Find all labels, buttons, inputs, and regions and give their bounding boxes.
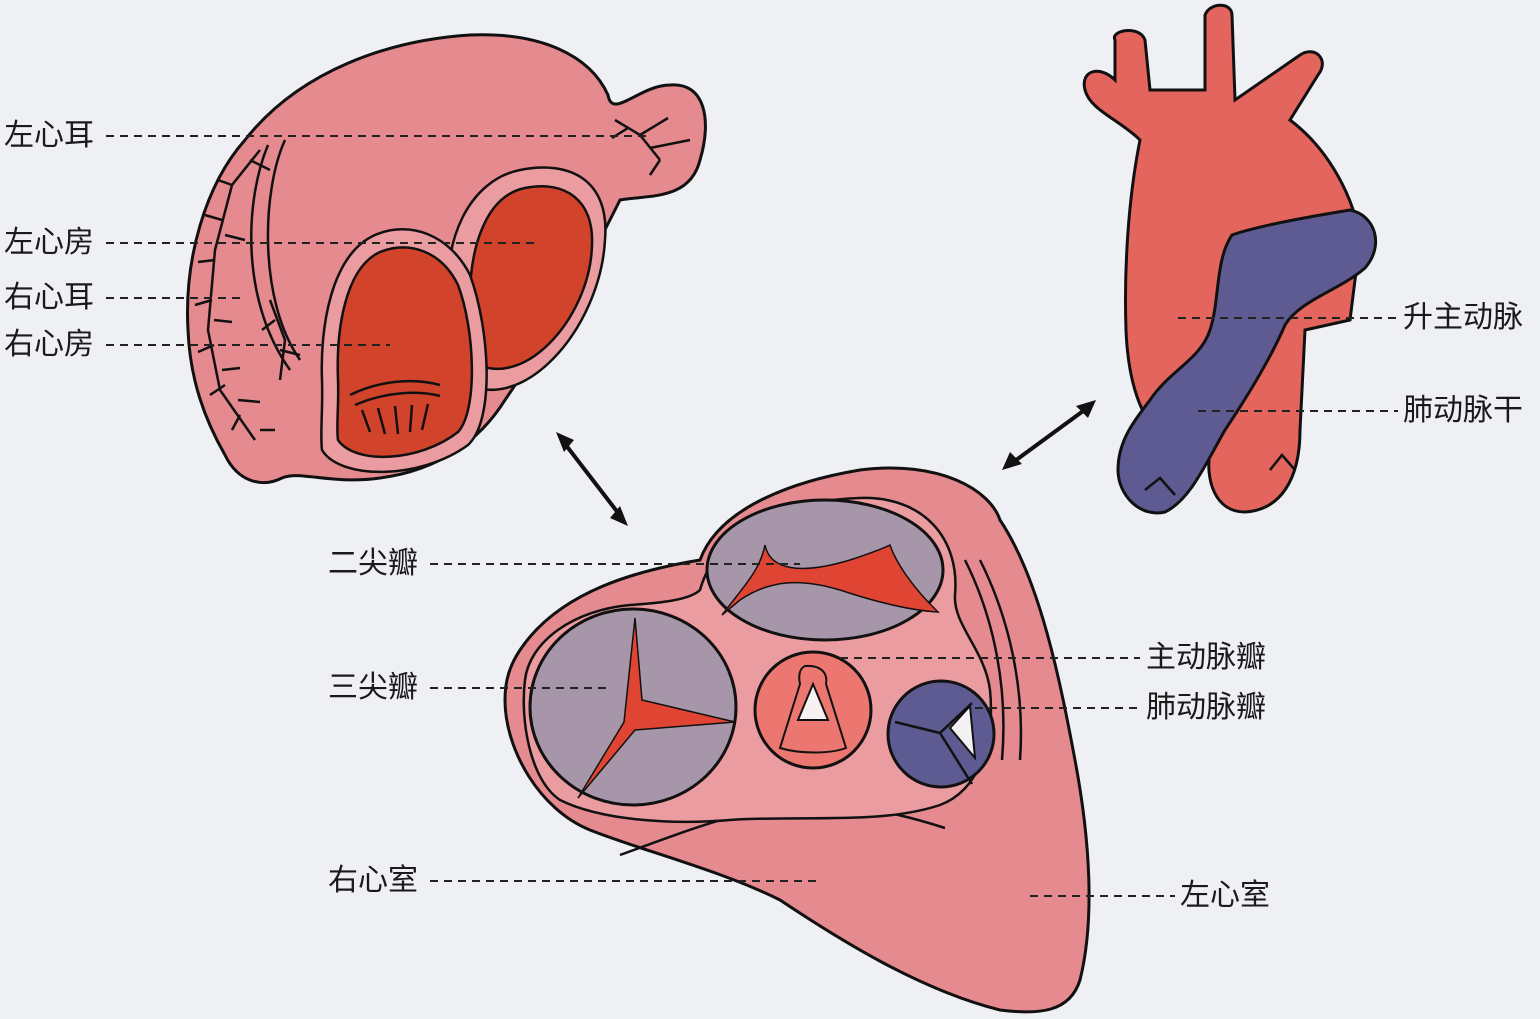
arrowhead-right-bottom xyxy=(1002,452,1022,470)
arrowhead-right-top xyxy=(1076,400,1096,418)
ventricles-drawing xyxy=(503,466,1091,1014)
right-auricle-vessels xyxy=(194,149,275,441)
label-right-auricle: 右心耳 xyxy=(4,280,94,315)
great-vessels-drawing xyxy=(1082,3,1378,515)
label-right-atrium: 右心房 xyxy=(4,327,94,362)
right-atrium-opening xyxy=(336,246,474,458)
right-auricle-vessels-2 xyxy=(261,299,301,381)
interventricular-groove-2 xyxy=(963,559,1005,761)
atrial-septum-line-2 xyxy=(249,144,292,371)
label-left-atrium: 左心房 xyxy=(4,225,94,260)
label-left-auricle: 左心耳 xyxy=(4,118,94,153)
label-aortic-valve: 主动脉瓣 xyxy=(1146,640,1266,675)
atrial-septum-line xyxy=(266,139,302,361)
atria-drawing xyxy=(186,33,707,484)
tricuspid-ridge xyxy=(349,379,441,407)
mitral-valve-leaflets xyxy=(721,543,940,616)
label-tricuspid-valve: 三尖瓣 xyxy=(328,670,418,705)
double-arrow-right xyxy=(1006,404,1092,468)
label-mitral-valve: 二尖瓣 xyxy=(328,546,418,581)
aortic-valve-orifice xyxy=(796,681,830,721)
arrowhead-left-top xyxy=(556,432,574,452)
chordae-lines xyxy=(360,403,430,435)
pulmonary-valve-commissures xyxy=(894,702,974,785)
label-right-ventricle: 右心室 xyxy=(328,863,418,898)
pulmonary-trunk-shape xyxy=(1116,208,1378,515)
label-pulmonary-trunk: 肺动脉干 xyxy=(1403,393,1523,428)
arrows xyxy=(556,400,1096,526)
label-pulmonary-valve: 肺动脉瓣 xyxy=(1146,690,1266,725)
label-left-ventricle: 左心室 xyxy=(1180,878,1270,913)
pulmonary-valve-orifice xyxy=(948,703,977,762)
label-ascending-aorta: 升主动脉 xyxy=(1403,300,1523,335)
tricuspid-valve-leaflets xyxy=(577,617,736,799)
vessel-valve-marks xyxy=(1144,453,1296,496)
arrowhead-left-bottom xyxy=(610,506,628,526)
leader-lines xyxy=(106,135,1398,897)
double-arrow-left xyxy=(560,438,624,520)
interventricular-groove-1 xyxy=(978,559,1023,761)
